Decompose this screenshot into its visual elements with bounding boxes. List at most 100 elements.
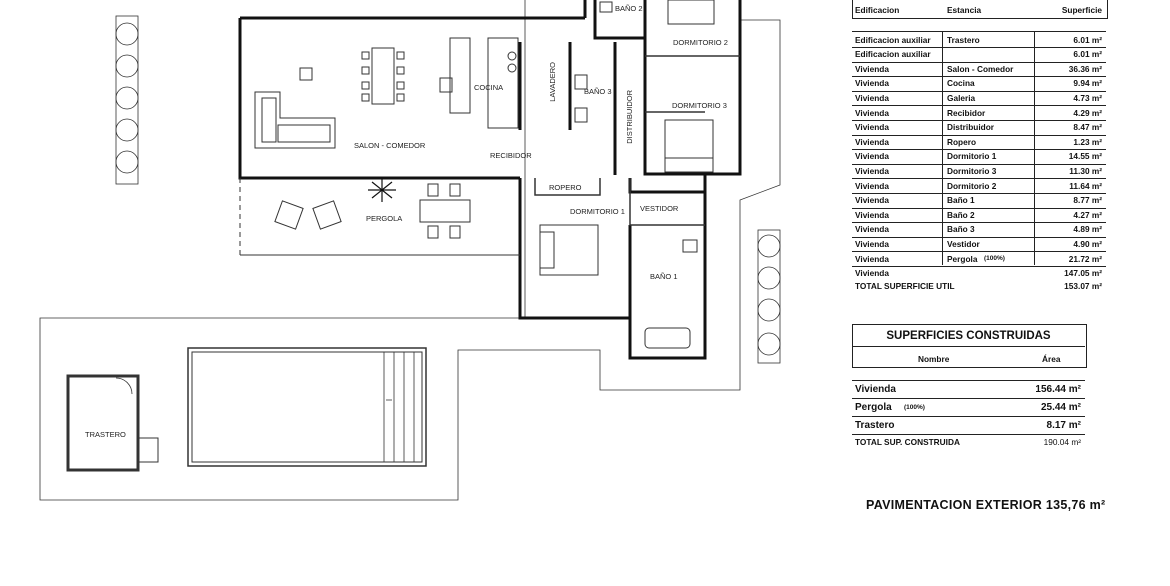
room-label-recibidor: RECIBIDOR — [490, 151, 532, 160]
superficies-construidas-table: SUPERFICIES CONSTRUIDAS Nombre Área Vivi… — [852, 324, 1088, 450]
cell-superficie: 147.05 m² — [1064, 268, 1102, 279]
cell-edificacion: Vivienda — [855, 107, 889, 118]
pergola-table — [419, 199, 471, 223]
cell-edificacion: Vivienda — [855, 224, 889, 235]
cell-edificacion: Vivienda — [855, 268, 889, 279]
col-area: Área — [1042, 354, 1061, 364]
cell-edificacion: Vivienda — [855, 63, 889, 74]
construida-total-value: 190.04 m² — [1043, 437, 1081, 447]
cell-estancia: Galeria — [947, 92, 976, 103]
construida-name: Vivienda — [855, 384, 896, 395]
room-label-salon-comedor: SALON - COMEDOR — [354, 141, 426, 150]
house-walls — [238, 0, 742, 360]
construida-pct: (100%) — [904, 404, 925, 411]
cell-edificacion: Vivienda — [855, 122, 889, 133]
cell-estancia-pct: (100%) — [984, 254, 1005, 262]
header-estancia: Estancia — [947, 5, 982, 15]
cell-estancia: Baño 1 — [947, 195, 975, 206]
cell-superficie: 8.47 m² — [1073, 122, 1102, 133]
table-row: Vivienda Salon - Comedor 36.36 m² — [852, 62, 1106, 78]
header-superficie: Superficie — [1061, 5, 1102, 15]
planter-left — [115, 15, 139, 185]
cell-superficie: 4.73 m² — [1073, 92, 1102, 103]
cell-superficie: 8.77 m² — [1073, 195, 1102, 206]
room-label-bano-1: BAÑO 1 — [650, 272, 678, 281]
room-label-ropero: ROPERO — [549, 183, 582, 192]
table-row: Vivienda Recibidor 4.29 m² — [852, 106, 1106, 122]
cell-edificacion: Vivienda — [855, 253, 889, 264]
total-value: 153.07 m² — [1064, 281, 1102, 291]
total-label: TOTAL SUPERFICIE UTIL — [855, 281, 955, 291]
cell-estancia: Baño 2 — [947, 209, 975, 220]
construida-value: 8.17 m² — [1046, 420, 1081, 431]
cell-edificacion: Edificacion auxiliar — [855, 34, 931, 45]
cell-superficie: 21.72 m² — [1068, 253, 1102, 264]
room-label-dormitorio-2: DORMITORIO 2 — [673, 38, 728, 47]
room-label-bano-2: BAÑO 2 — [615, 4, 643, 13]
cell-estancia: Salon - Comedor — [947, 63, 1014, 74]
cell-edificacion: Vivienda — [855, 136, 889, 147]
cell-estancia: Dormitorio 1 — [947, 151, 997, 162]
construidas-title: SUPERFICIES CONSTRUIDAS — [886, 330, 1051, 342]
cell-superficie: 11.64 m² — [1069, 180, 1102, 191]
table-top-rule — [852, 31, 1106, 296]
cell-superficie: 14.55 m² — [1068, 151, 1102, 162]
bed-dormitorio-2 — [667, 0, 715, 25]
construida-name: Trastero — [855, 420, 895, 431]
cell-edificacion: Vivienda — [855, 209, 889, 220]
cell-estancia: Dormitorio 3 — [947, 165, 997, 176]
cell-superficie: 9.94 m² — [1073, 78, 1102, 89]
bathtub — [644, 327, 691, 349]
cell-superficie: 4.29 m² — [1073, 107, 1102, 118]
bed-dormitorio-3 — [664, 119, 714, 173]
cell-edificacion: Vivienda — [855, 238, 889, 249]
col-divider — [942, 31, 943, 265]
cell-estancia: Vestidor — [947, 238, 980, 249]
cell-superficie: 4.89 m² — [1073, 224, 1102, 235]
cell-estancia: Distribuidor — [947, 122, 995, 133]
title-rule — [852, 346, 1085, 347]
table-row: Vivienda Vestidor 4.90 m² — [852, 237, 1106, 253]
header-edificacion: Edificacion — [855, 5, 900, 15]
construida-name: Pergola — [855, 402, 892, 413]
cell-superficie: 4.90 m² — [1073, 238, 1102, 249]
sofa — [254, 91, 336, 149]
cell-edificacion: Vivienda — [855, 165, 889, 176]
planter-right — [757, 229, 781, 364]
cell-edificacion: Vivienda — [855, 78, 889, 89]
construida-value: 25.44 m² — [1040, 402, 1081, 413]
pool — [187, 347, 427, 467]
cell-estancia: Pergola — [947, 253, 978, 264]
construida-total-label: TOTAL SUP. CONSTRUIDA — [855, 437, 960, 447]
room-label-lavadero: LAVADERO — [548, 62, 557, 102]
construida-value: 156.44 m² — [1035, 384, 1081, 395]
cell-estancia: Trastero — [947, 34, 980, 45]
table-row: Vivienda 147.05 m² — [852, 266, 1106, 281]
cell-estancia: Baño 3 — [947, 224, 975, 235]
total-row: TOTAL SUPERFICIE UTIL 153.07 m² — [852, 279, 1106, 294]
room-label-vestidor: VESTIDOR — [640, 204, 679, 213]
table-row: Vivienda Baño 1 8.77 m² — [852, 193, 1106, 209]
cell-superficie: 4.27 m² — [1073, 209, 1102, 220]
cell-estancia: Ropero — [947, 136, 977, 147]
cell-edificacion: Vivienda — [855, 195, 889, 206]
room-label-dormitorio-1: DORMITORIO 1 — [570, 207, 625, 216]
table-row: Vivienda Baño 2 4.27 m² — [852, 208, 1106, 224]
room-label-distribuidor: DISTRIBUIDOR — [625, 90, 634, 144]
room-label-dormitorio-3: DORMITORIO 3 — [672, 101, 727, 110]
table-row: Vivienda Distribuidor 8.47 m² — [852, 120, 1106, 136]
table-row: Vivienda Pergola 21.72 m² (100%) — [852, 252, 1106, 268]
cell-estancia: Recibidor — [947, 107, 986, 118]
construidas-rows: Vivienda 156.44 m² Pergola (100%) 25.44 … — [852, 380, 1085, 435]
cell-superficie: 36.36 m² — [1068, 63, 1102, 74]
col-divider — [1034, 31, 1035, 265]
room-label-trastero: TRASTERO — [85, 430, 126, 439]
cell-edificacion: Vivienda — [855, 180, 889, 191]
